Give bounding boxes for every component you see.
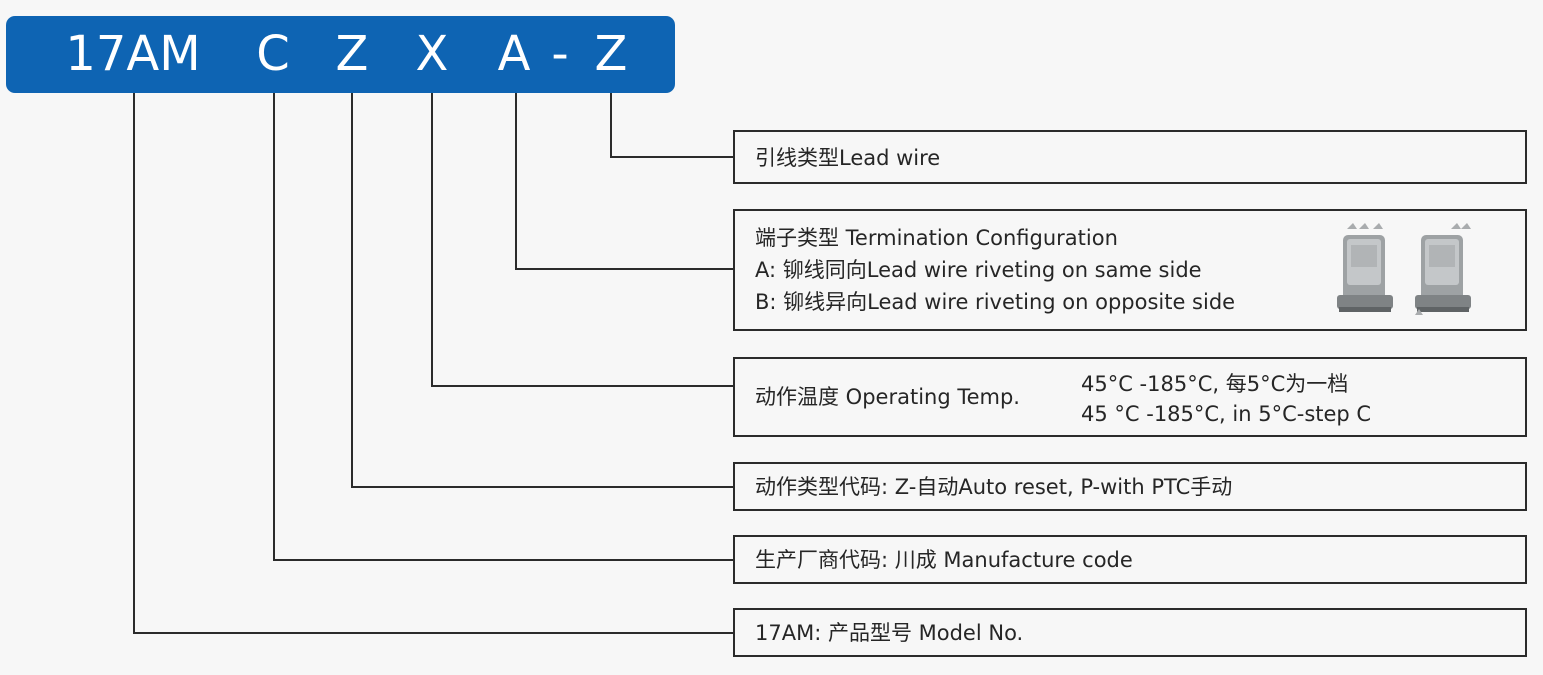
operating-temp-box: 动作温度 Operating Temp. 45°C -185°C, 每5°C为一… [733,357,1527,437]
connector-lead-wire [610,93,733,158]
model-no-box: 17AM: 产品型号 Model No. [733,608,1527,657]
connector-action-type [351,93,733,488]
termination-box: 端子类型 Termination Configuration A: 铆线同向Le… [733,209,1527,331]
model-code-banner [6,16,675,93]
code-part-series: 17AM [65,26,201,82]
termination-option-b: B: 铆线异向Lead wire riveting on opposite si… [755,290,1236,314]
opposite-side-thermostat-image [1415,223,1471,315]
code-part-temperature: X [415,26,449,82]
code-part-lead-wire: Z [594,26,628,82]
code-part-termination: A [497,26,531,82]
connector-manufacturer [273,93,733,561]
operating-temp-label: 动作温度 Operating Temp. [755,385,1020,409]
operating-temp-range-cn: 45°C -185°C, 每5°C为一档 [1081,372,1349,396]
code-part-dash: - [551,26,569,82]
code-part-action-type: Z [335,26,369,82]
manufacturer-box: 生产厂商代码: 川成 Manufacture code [733,535,1527,584]
connector-model-no [133,93,733,634]
code-part-manufacturer: C [256,26,290,82]
connector-termination [515,93,733,270]
termination-title: 端子类型 Termination Configuration [755,226,1118,250]
manufacturer-text: 生产厂商代码: 川成 Manufacture code [755,548,1133,572]
connector-operating-temp [431,93,733,387]
model-no-text: 17AM: 产品型号 Model No. [755,621,1024,645]
action-type-box: 动作类型代码: Z-自动Auto reset, P-with PTC手动 [733,462,1527,511]
termination-option-a: A: 铆线同向Lead wire riveting on same side [755,258,1202,282]
lead-wire-box: 引线类型Lead wire [733,130,1527,184]
lead-wire-text: 引线类型Lead wire [755,146,941,170]
same-side-thermostat-image [1337,223,1393,312]
operating-temp-range-en: 45 °C -185°C, in 5°C-step C [1081,402,1372,426]
action-type-text: 动作类型代码: Z-自动Auto reset, P-with PTC手动 [755,475,1233,499]
